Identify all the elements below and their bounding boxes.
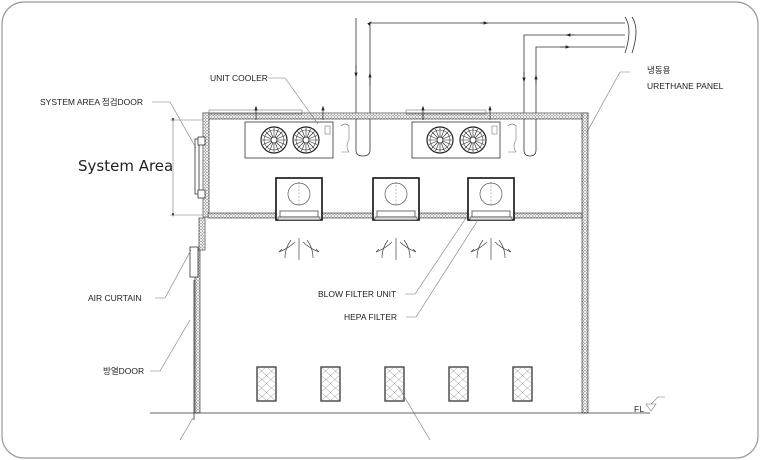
- blow-filter-unit-1: [275, 177, 323, 221]
- grille-3: [384, 366, 405, 402]
- air-curtain: [189, 246, 199, 278]
- blow-filter-unit-2: [372, 177, 420, 221]
- unit-cooler-label: UNIT COOLER: [210, 73, 268, 83]
- grille-4: [448, 366, 469, 402]
- grille-5: [512, 366, 533, 402]
- air-curtain-label: AIR CURTAIN: [88, 293, 142, 303]
- panel-korean-label: 냉동용: [647, 65, 671, 75]
- grille-1: [256, 366, 277, 402]
- floor-level-label: FL: [634, 404, 644, 414]
- unit-cooler-2: [405, 105, 517, 159]
- system-area-dimension: [170, 118, 203, 217]
- blow-filter-unit-label: BLOW FILTER UNIT: [318, 289, 396, 299]
- floor-level-marker: [645, 396, 665, 412]
- blow-filter-unit-3: [467, 177, 515, 221]
- system-area-door: [194, 136, 206, 199]
- unit-cooler-1: [208, 105, 350, 159]
- insulated-door-label: 방열DOOR: [103, 366, 144, 376]
- grille-2: [320, 366, 341, 402]
- leader-lines: [150, 71, 630, 441]
- system-area-door-label: SYSTEM AREA 점검DOOR: [40, 97, 143, 107]
- hepa-filter-label: HEPA FILTER: [344, 312, 397, 322]
- system-area-label: System Area: [78, 157, 173, 175]
- urethane-panel-label: URETHANE PANEL: [647, 81, 724, 91]
